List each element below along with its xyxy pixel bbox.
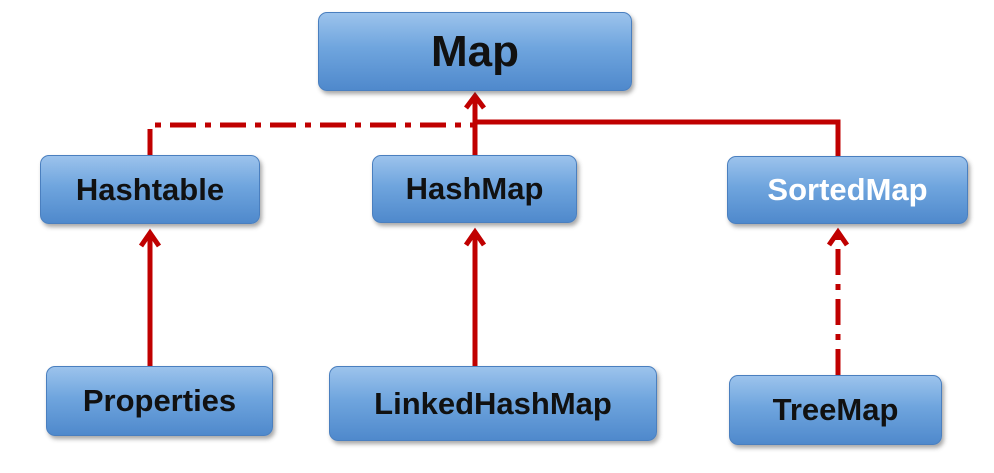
node-hashtable: Hashtable — [40, 155, 260, 224]
arrowhead-map — [464, 91, 486, 110]
connector-sortedmap-to-map — [475, 119, 841, 156]
arrowhead-sortedmap — [826, 227, 850, 247]
node-linkedhashmap: LinkedHashMap — [329, 366, 657, 441]
node-linkedhashmap-label: LinkedHashMap — [374, 385, 612, 421]
node-hashtable-label: Hashtable — [75, 171, 225, 207]
node-sortedmap: SortedMap — [727, 156, 968, 224]
node-treemap: TreeMap — [729, 375, 942, 445]
arrowhead-hashmap — [463, 227, 487, 247]
node-hashmap-label: HashMap — [405, 171, 544, 206]
node-map: Map — [318, 12, 632, 91]
node-map-label: Map — [431, 26, 519, 76]
node-sortedmap-label: SortedMap — [767, 172, 928, 207]
node-properties: Properties — [46, 366, 273, 436]
node-properties-label: Properties — [82, 383, 237, 418]
connector-hashtable-to-map — [147, 122, 474, 155]
node-hashmap: HashMap — [372, 155, 577, 223]
node-treemap-label: TreeMap — [772, 392, 899, 427]
arrowhead-hashtable — [138, 228, 162, 248]
